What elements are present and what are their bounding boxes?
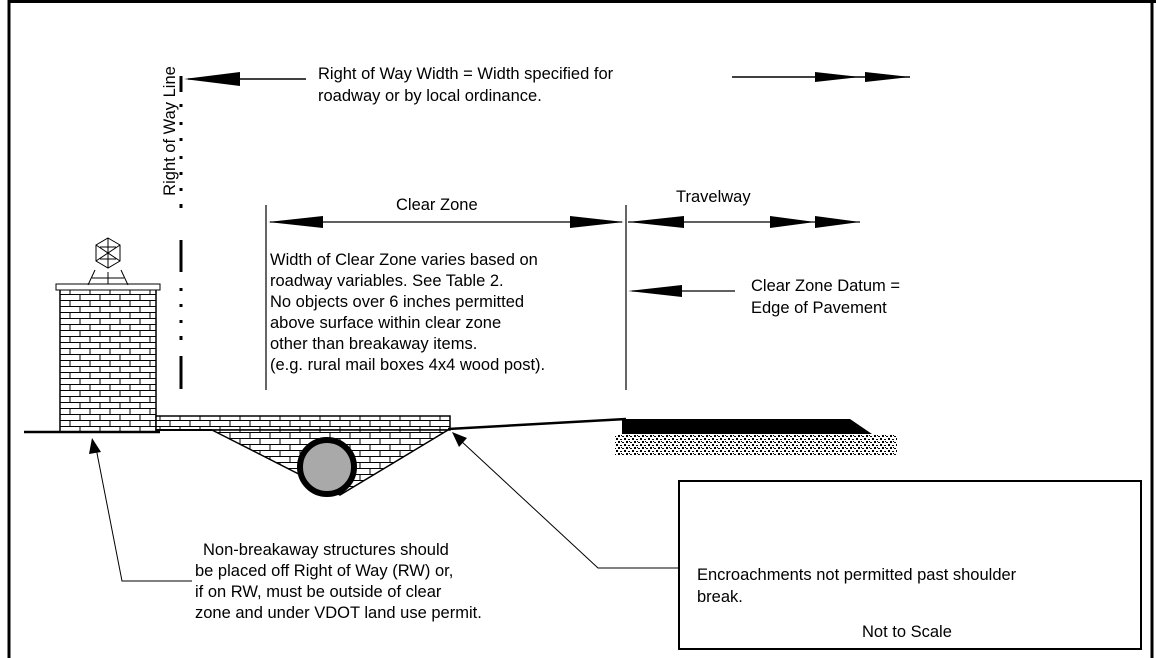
shoulder-line — [447, 417, 627, 431]
clear-zone-desc-line3: No objects over 6 inches permitted — [270, 293, 525, 311]
pavement — [615, 419, 897, 456]
culvert-pipe — [297, 437, 357, 497]
frame — [7, 0, 1156, 658]
encroachment-note-box: Encroachments not permitted past shoulde… — [678, 480, 1142, 650]
right-of-way-width-arrow-left — [184, 72, 306, 86]
leader-encroachment — [452, 432, 688, 569]
clear-zone-dimension — [265, 205, 627, 390]
lantern-icon — [87, 237, 129, 286]
nonbreakaway-note-line1: Non-breakaway structures should — [203, 541, 449, 559]
travelway-label: Travelway — [676, 188, 751, 206]
nonbreakaway-note-line4: zone and under VDOT land use permit. — [195, 604, 482, 622]
clear-zone-desc-line6: (e.g. rural mail boxes 4x4 wood post). — [270, 356, 546, 374]
right-of-way-width-arrow-right — [732, 72, 910, 82]
clear-zone-datum-line2: Edge of Pavement — [751, 299, 887, 317]
clear-zone-label: Clear Zone — [396, 196, 478, 214]
clear-zone-desc-line5: other than breakaway items. — [270, 335, 478, 353]
not-to-scale-label: Not to Scale — [862, 623, 952, 641]
clear-zone-datum-arrow — [628, 285, 735, 297]
nonbreakaway-note-line3: if on RW, must be outside of clear — [195, 583, 442, 601]
clear-zone-desc-line1: Width of Clear Zone varies based on — [270, 251, 538, 269]
travelway-arrow — [628, 216, 860, 228]
right-of-way-width-label-line2: roadway or by local ordinance. — [318, 87, 542, 105]
clear-zone-desc-line2: roadway variables. See Table 2. — [270, 272, 504, 290]
clear-zone-datum-line1: Clear Zone Datum = — [751, 277, 901, 295]
encroachment-note-line2: break. — [697, 588, 743, 606]
right-of-way-line-label: Right of Way Line — [161, 66, 179, 196]
nonbreakaway-note-line2: be placed off Right of Way (RW) or, — [195, 562, 454, 580]
encroachment-note-line1: Encroachments not permitted past shoulde… — [697, 566, 1017, 584]
leader-nonbreakaway — [89, 438, 192, 582]
clear-zone-desc-line4: above surface within clear zone — [270, 314, 502, 332]
brick-column — [55, 283, 161, 433]
right-of-way-width-label-line1: Right of Way Width = Width specified for — [318, 65, 614, 83]
